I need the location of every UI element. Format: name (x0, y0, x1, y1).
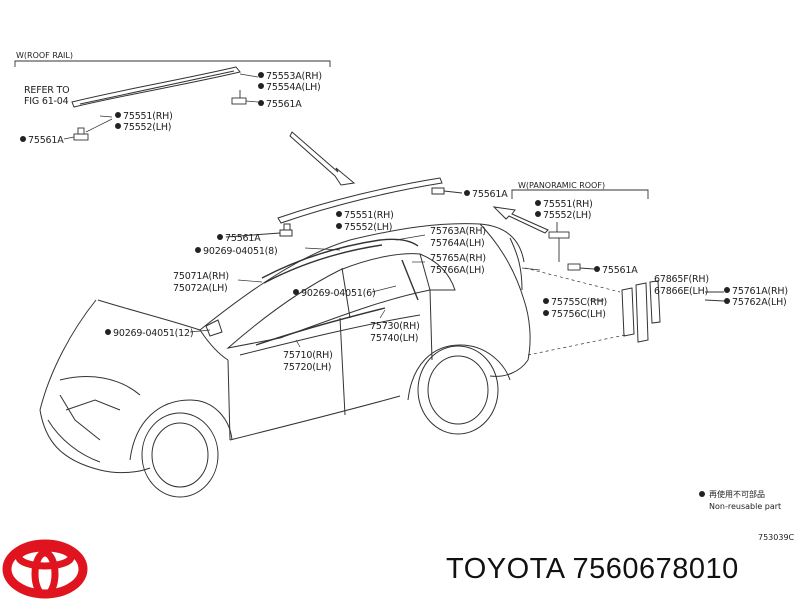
roof-rail-leaders (63, 73, 259, 140)
label-75756c: 75756C(LH) (551, 309, 606, 320)
refer-to-line1: REFER TO (24, 85, 69, 96)
label-75561a-rr-top: 75561A (266, 99, 302, 110)
car-body (39, 223, 531, 474)
label-67865f: 67865F(RH) (654, 274, 709, 285)
label-75561a-main-left: 75561A (225, 233, 261, 244)
label-75561a-pr: 75561A (602, 265, 638, 276)
arrow-panoramic-to-car (492, 206, 549, 234)
label-75710: 75710(RH) (283, 350, 333, 361)
part-number-title: TOYOTA 7560678010 (446, 553, 739, 585)
label-90269-6: 90269-04051(6) (301, 288, 376, 299)
label-90269-12: 90269-04051(12) (113, 328, 193, 339)
panoramic-roof-heading: W(PANORAMIC ROOF) (518, 181, 605, 190)
label-75071a: 75071A(RH) (173, 271, 229, 282)
label-75554a: 75554A(LH) (266, 82, 321, 93)
label-75552-rr: 75552(LH) (123, 122, 171, 133)
arrow-roofrail-to-car (289, 131, 356, 186)
roof-rail-heading: W(ROOF RAIL) (16, 51, 73, 60)
roof-rail-clip-left (73, 127, 89, 141)
toyota-logo (2, 539, 88, 599)
label-75730: 75730(RH) (370, 321, 420, 332)
main-roof-molding (225, 177, 463, 238)
label-67866e: 67866E(LH) (654, 286, 708, 297)
label-75761a: 75761A(RH) (732, 286, 788, 297)
refer-to-line2: FIG 61-04 (24, 96, 69, 107)
front-wheel (141, 412, 219, 498)
label-75764a: 75764A(LH) (430, 238, 485, 249)
label-75763a: 75763A(RH) (430, 226, 486, 237)
label-75551-pr: 75551(RH) (543, 199, 593, 210)
label-75766a: 75766A(LH) (430, 265, 485, 276)
label-75553a: 75553A(RH) (266, 71, 322, 82)
non-reusable-bullets (20, 72, 730, 497)
label-75552-main: 75552(LH) (344, 222, 392, 233)
roof-rail-strip (71, 66, 241, 108)
roof-rail-clip-top (231, 90, 247, 105)
label-75561a-main-right: 75561A (472, 189, 508, 200)
legend-jp: 再使用不可部品 (709, 489, 765, 499)
label-75740: 75740(LH) (370, 333, 418, 344)
window-moldings (255, 238, 419, 346)
panoramic-roof-parts (548, 222, 595, 271)
label-75561a-rr-left: 75561A (28, 135, 64, 146)
figure-code: 753039C (758, 533, 795, 542)
main-leaders (189, 234, 604, 348)
label-75551-main: 75551(RH) (344, 210, 394, 221)
rear-pillar-garnish (621, 280, 725, 343)
label-75720: 75720(LH) (283, 362, 331, 373)
dashed-guide (524, 267, 626, 356)
rear-wheel (417, 345, 499, 435)
label-75551-rr: 75551(RH) (123, 111, 173, 122)
label-75552-pr: 75552(LH) (543, 210, 591, 221)
label-75762a: 75762A(LH) (732, 297, 787, 308)
panoramic-roof-bracket (511, 189, 649, 199)
label-75072a: 75072A(LH) (173, 283, 228, 294)
roof-rail-bracket (14, 60, 331, 67)
label-90269-8: 90269-04051(8) (203, 246, 278, 257)
label-75765a: 75765A(RH) (430, 253, 486, 264)
legend-en: Non-reusable part (709, 502, 781, 511)
label-75755c: 75755C(RH) (551, 297, 607, 308)
